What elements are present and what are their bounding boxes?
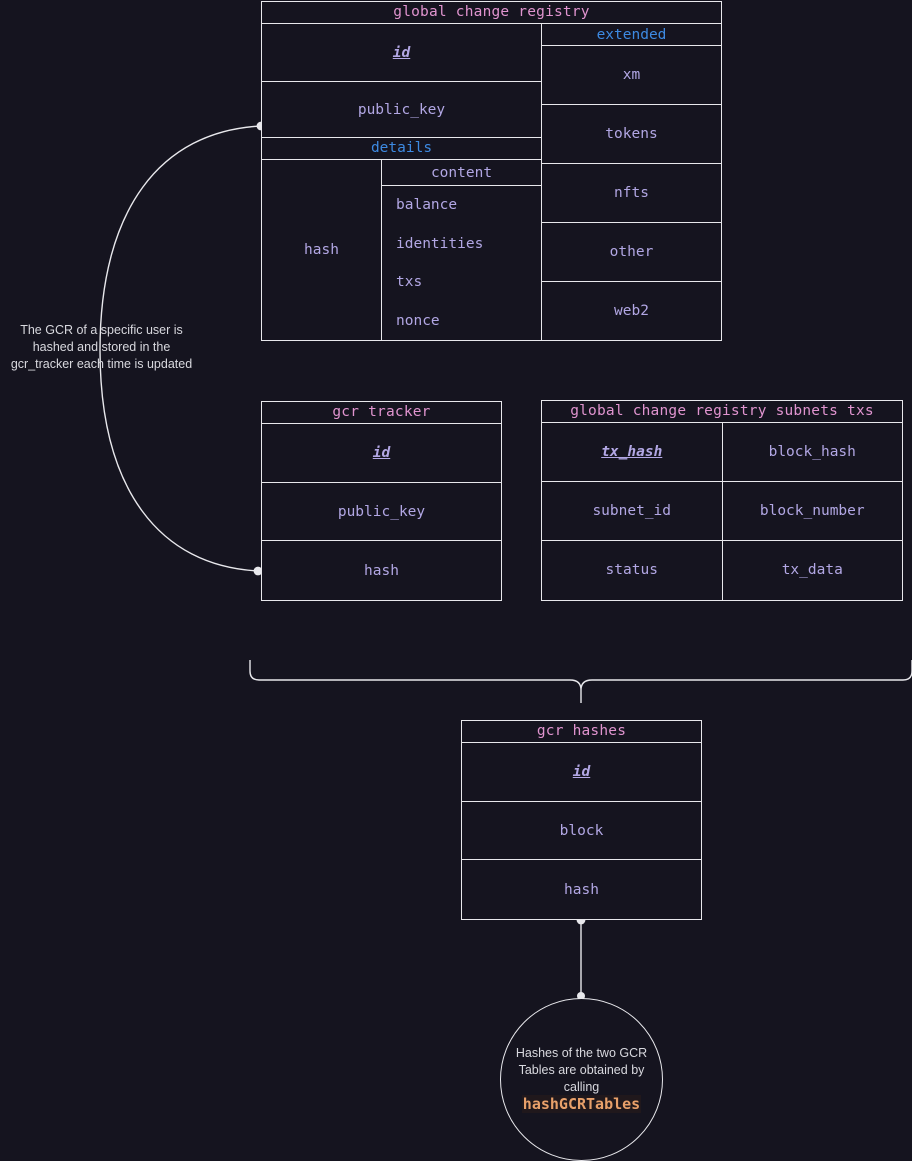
field-hashes-id: id — [572, 763, 591, 780]
table-row[interactable]: id — [262, 24, 541, 82]
field-tracker-hash: hash — [364, 562, 399, 579]
field-tracker-id: id — [372, 444, 391, 461]
field-subnets-subnet-id: subnet_id — [592, 503, 672, 519]
field-gcr-nfts: nfts — [542, 164, 721, 223]
table-row[interactable]: tx_hash block_hash — [542, 423, 902, 482]
field-tracker-public-key: public_key — [337, 503, 426, 520]
callout-line-3-prefix: calling — [563, 1080, 600, 1094]
table-row[interactable]: hash — [262, 541, 501, 600]
annotation-hash-gcr-tables-callout: Hashes of the two GCR Tables are obtaine… — [500, 998, 663, 1161]
gcr-left-column: id public_key details hash content balan… — [262, 24, 542, 340]
table-row[interactable]: block — [462, 802, 701, 861]
gcr-extended-column: extended xm tokens nfts other web2 — [542, 24, 721, 340]
group-header-extended: extended — [542, 24, 721, 46]
field-subnets-block-number: block_number — [721, 482, 903, 540]
table-row[interactable]: hash — [462, 860, 701, 919]
field-gcr-tokens: tokens — [542, 105, 721, 164]
details-content-group: content balance identities txs nonce — [382, 160, 541, 340]
table-row[interactable]: id — [462, 743, 701, 802]
table-title-global-change-registry: global change registry — [262, 2, 721, 24]
field-subnets-tx-hash: tx_hash — [601, 444, 663, 460]
table-row[interactable]: public_key — [262, 82, 541, 138]
table-title-gcr-subnets-txs: global change registry subnets txs — [542, 401, 902, 423]
group-header-details-label: details — [370, 140, 433, 156]
field-gcr-web2: web2 — [614, 303, 649, 319]
field-subnets-block-hash: block_hash — [721, 423, 903, 481]
field-gcr-xm: xm — [542, 46, 721, 105]
table-row[interactable]: public_key — [262, 483, 501, 542]
field-hashes-hash: hash — [564, 881, 599, 898]
field-gcr-other: other — [542, 223, 721, 282]
table-body-global-change-registry: id public_key details hash content balan… — [262, 24, 721, 340]
field-gcr-public-key: public_key — [357, 101, 446, 118]
table-row[interactable]: id — [262, 424, 501, 483]
table-gcr-subnets-txs[interactable]: global change registry subnets txs tx_ha… — [541, 400, 903, 601]
field-gcr-details-hash: hash — [262, 160, 382, 340]
field-subnets-tx-data: tx_data — [721, 541, 903, 600]
annotation-hash-gcr-tables-text: Hashes of the two GCR Tables are obtaine… — [506, 1045, 658, 1114]
field-gcr-balance: balance — [396, 197, 458, 214]
group-header-content: content — [382, 160, 541, 186]
field-hashes-block: block — [559, 822, 604, 839]
table-global-change-registry[interactable]: global change registry id public_key det… — [261, 1, 722, 341]
field-gcr-identities: identities — [396, 235, 484, 252]
table-gcr-tracker[interactable]: gcr tracker id public_key hash — [261, 401, 502, 601]
callout-line-2: Tables are obtained by — [518, 1063, 645, 1077]
table-row[interactable]: subnet_id block_number — [542, 482, 902, 541]
field-gcr-nonce: nonce — [396, 312, 440, 329]
table-title-gcr-hashes: gcr hashes — [462, 721, 701, 743]
group-header-details: details — [262, 138, 541, 160]
callout-line-1: Hashes of the two GCR — [515, 1046, 648, 1060]
callout-function-name: hashGCRTables — [521, 1095, 642, 1113]
field-gcr-txs: txs — [396, 274, 423, 291]
table-row[interactable]: status tx_data — [542, 541, 902, 600]
field-gcr-id: id — [392, 44, 411, 61]
table-title-gcr-tracker: gcr tracker — [262, 402, 501, 424]
details-body: hash content balance identities txs nonc… — [262, 160, 541, 340]
link-bracket-to-hashes — [249, 660, 912, 691]
annotation-gcr-tracker-note: The GCR of a specific user is hashed and… — [10, 323, 193, 371]
field-subnets-status: status — [605, 562, 658, 579]
table-gcr-hashes[interactable]: gcr hashes id block hash — [461, 720, 702, 920]
